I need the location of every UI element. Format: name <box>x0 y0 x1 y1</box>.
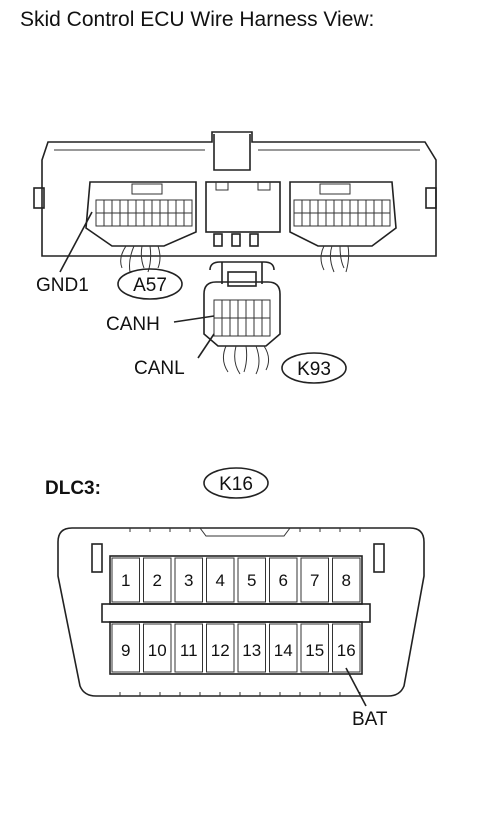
dlc3-pin-6: 6 <box>279 571 288 590</box>
canl-pointer-line <box>197 333 215 359</box>
ecu-center-connector <box>205 181 281 247</box>
k16-badge: K16 <box>219 474 253 495</box>
dlc3-pin-cell <box>237 623 266 673</box>
page-title: Skid Control ECU Wire Harness View: <box>20 8 375 31</box>
dlc3-pin-cell <box>143 557 172 603</box>
dlc3-pin-14: 14 <box>274 641 293 660</box>
dlc3-pin-cell <box>143 623 172 673</box>
dlc3-pin-cell <box>332 623 361 673</box>
gnd1-pointer-line <box>59 211 93 273</box>
canh-label: CANH <box>106 314 160 335</box>
dlc3-pin-cell <box>174 623 203 673</box>
a57-badge-outline <box>117 268 183 300</box>
ecu-wire-bundles <box>120 245 350 273</box>
dlc3-pin-cell <box>206 557 235 603</box>
dlc3-pin-cell <box>300 557 329 603</box>
dlc3-pin-cell <box>269 557 298 603</box>
k16-badge-outline <box>203 467 269 499</box>
dlc3-connector <box>57 527 425 697</box>
bat-label: BAT <box>352 709 388 730</box>
k93-badge-outline <box>281 352 347 384</box>
dlc3-pin-cell <box>332 557 361 603</box>
bat-pointer-line <box>345 667 367 707</box>
ecu-right-connector <box>289 181 397 247</box>
dlc3-pin-10: 10 <box>148 641 167 660</box>
dlc3-pin-cell <box>206 623 235 673</box>
ecu-housing <box>33 131 437 257</box>
dlc3-pin-cell <box>174 557 203 603</box>
dlc3-pin-16: 16 <box>337 641 356 660</box>
dlc3-pin-9: 9 <box>121 641 130 660</box>
dlc3-pin-cell <box>269 623 298 673</box>
k93-connector <box>203 261 281 375</box>
dlc3-label: DLC3: <box>45 478 101 499</box>
dlc3-pin-15: 15 <box>305 641 324 660</box>
dlc3-pin-4: 4 <box>216 571 225 590</box>
dlc3-pin-3: 3 <box>184 571 193 590</box>
dlc3-pin-5: 5 <box>247 571 256 590</box>
canl-label: CANL <box>134 358 185 379</box>
dlc3-pin-cell <box>237 557 266 603</box>
dlc3-pin-cell <box>111 623 140 673</box>
ecu-left-connector <box>85 181 197 247</box>
dlc3-pin-8: 8 <box>342 571 351 590</box>
dlc3-pin-12: 12 <box>211 641 230 660</box>
dlc3-pin-7: 7 <box>310 571 319 590</box>
a57-badge: A57 <box>133 275 167 296</box>
dlc3-pin-cell <box>300 623 329 673</box>
dlc3-pin-cell <box>111 557 140 603</box>
dlc3-pin-11: 11 <box>180 641 198 660</box>
dlc3-pin-1: 1 <box>121 571 130 590</box>
dlc3-pin-13: 13 <box>242 641 261 660</box>
k93-badge: K93 <box>297 359 331 380</box>
canh-pointer-line <box>173 315 215 323</box>
dlc3-pin-2: 2 <box>153 571 162 590</box>
gnd1-label: GND1 <box>36 275 89 296</box>
